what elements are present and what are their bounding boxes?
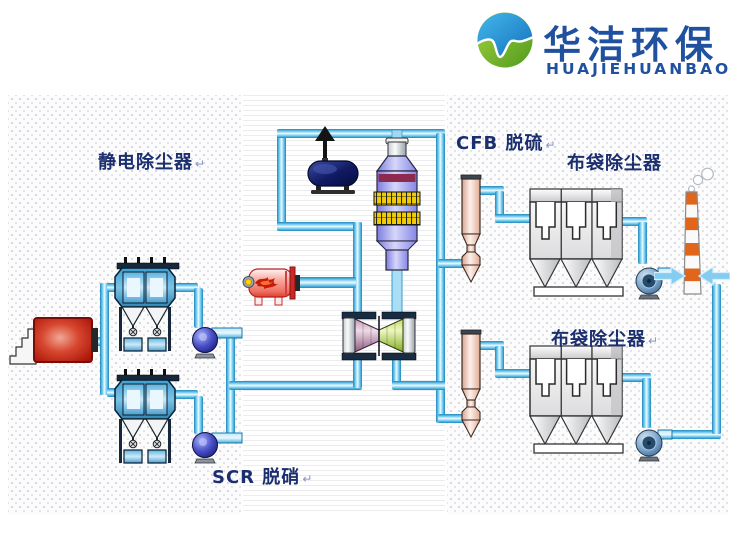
scr-reactor xyxy=(373,129,421,317)
company-name-english: HUAJIEHUANBAO xyxy=(546,60,732,78)
flue-gas-duct xyxy=(477,341,504,350)
flue-gas-duct xyxy=(277,129,286,231)
label-text: CFB 脱硫 xyxy=(456,133,544,154)
flue-gas-duct xyxy=(495,346,504,375)
cfb-absorber-1 xyxy=(460,174,482,284)
electrostatic-precipitator-1 xyxy=(114,257,180,352)
flue-gas-duct xyxy=(353,355,362,388)
chimney xyxy=(683,167,714,295)
company-logo-icon xyxy=(476,12,534,68)
flue-gas-duct xyxy=(438,414,469,423)
flue-gas-duct xyxy=(277,129,445,138)
flue-gas-duct xyxy=(436,133,445,423)
hot-air-duct xyxy=(298,277,356,288)
burner xyxy=(242,266,300,306)
flow-arrow-left-icon xyxy=(698,266,730,286)
label-text: 布袋除尘器 xyxy=(567,153,662,174)
flue-gas-duct xyxy=(107,283,118,292)
flue-gas-duct xyxy=(107,388,118,397)
label-text: SCR 脱硝 xyxy=(212,467,301,488)
label-text: 静电除尘器 xyxy=(98,152,193,173)
paragraph-mark: ↵ xyxy=(545,138,557,152)
ammonia-tank xyxy=(307,126,359,194)
flue-gas-duct xyxy=(495,369,532,378)
label-bag-filter-top: 布袋除尘器 xyxy=(567,149,662,175)
flue-gas-duct xyxy=(194,288,203,328)
label-scr-denitration: SCR 脱硝↵ xyxy=(212,463,313,489)
flue-gas-duct xyxy=(638,222,647,264)
flue-gas-duct xyxy=(620,217,647,226)
flue-gas-duct xyxy=(477,186,504,195)
flue-gas-duct xyxy=(194,396,203,434)
label-bag-filter-bottom: 布袋除尘器↵ xyxy=(551,325,659,351)
cfb-absorber-2 xyxy=(460,329,482,439)
flue-gas-duct xyxy=(229,381,362,390)
label-electrostatic-precipitator: 静电除尘器↵ xyxy=(98,148,206,174)
paragraph-mark: ↵ xyxy=(302,472,314,486)
booster-fan-2 xyxy=(635,429,673,462)
flow-arrow-right-icon xyxy=(654,266,686,286)
company-name-chinese: 华洁环保 xyxy=(543,23,720,67)
gas-gas-heater xyxy=(341,311,417,361)
label-text: 布袋除尘器 xyxy=(551,329,646,350)
flue-gas-duct xyxy=(100,283,109,395)
flue-gas-duct xyxy=(495,214,532,223)
flue-gas-duct xyxy=(392,355,401,388)
flue-gas-duct xyxy=(712,284,721,434)
label-cfb-desulfurization: CFB 脱硫↵ xyxy=(456,129,557,155)
flue-gas-duct xyxy=(664,430,721,439)
paragraph-mark: ↵ xyxy=(195,157,207,171)
flue-gas-duct xyxy=(642,378,651,428)
ammonia-injection-arrow-icon xyxy=(315,126,335,160)
flue-gas-duct xyxy=(392,381,445,390)
flue-gas-duct xyxy=(620,373,651,382)
induced-draft-fan-1 xyxy=(192,327,243,359)
bag-filter-1 xyxy=(528,188,624,297)
flue-gas-duct xyxy=(353,222,362,315)
flue-gas-duct xyxy=(277,222,362,231)
bag-filter-2 xyxy=(528,345,624,454)
flue-gas-duct xyxy=(172,283,198,292)
paragraph-mark: ↵ xyxy=(648,334,660,348)
electrostatic-precipitator-2 xyxy=(114,369,180,464)
boiler xyxy=(9,317,98,365)
smoke-icon xyxy=(687,167,714,193)
flue-gas-duct xyxy=(438,259,467,268)
induced-draft-fan-2 xyxy=(192,432,243,464)
flue-gas-duct xyxy=(172,390,198,399)
flue-gas-duct xyxy=(495,191,504,220)
